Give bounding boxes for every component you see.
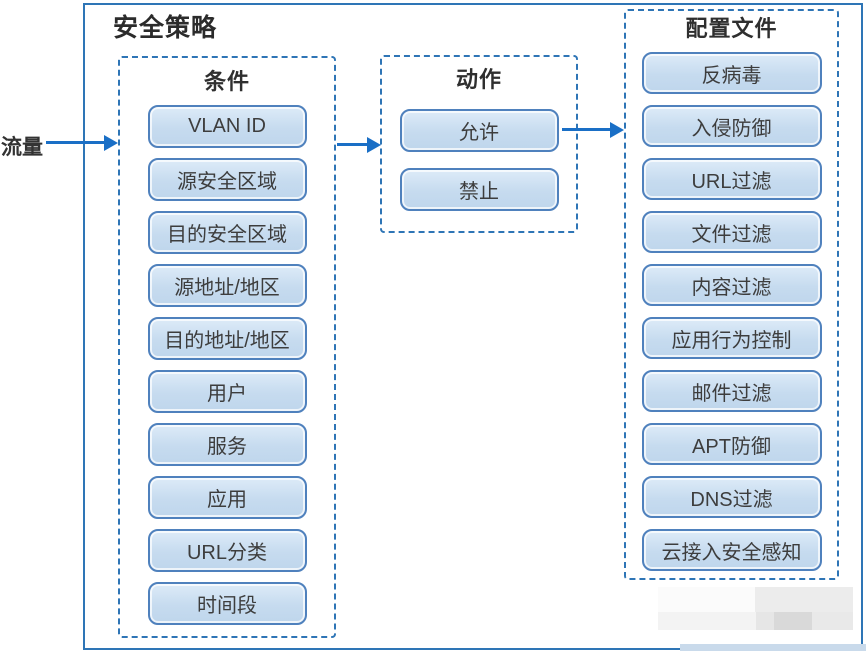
condition-node-user: 用户 <box>147 370 307 413</box>
condition-node-application: 应用 <box>147 476 307 519</box>
condition-node-dest-zone: 目的安全区域 <box>147 211 307 254</box>
condition-node-service: 服务 <box>147 423 307 466</box>
security-policy-box <box>83 3 863 650</box>
profiles-title: 配置文件 <box>685 16 778 41</box>
profile-node-antivirus: 反病毒 <box>641 52 822 94</box>
condition-node-url-category: URL分类 <box>147 529 307 572</box>
actions-group: 动作 允许 禁止 <box>380 55 578 233</box>
permit-to-profiles-arrow <box>562 128 611 131</box>
condition-node-vlan-id: VLAN ID <box>147 105 307 148</box>
profile-node-content-filtering: 内容过滤 <box>641 264 822 306</box>
traffic-arrow <box>46 141 105 144</box>
profile-node-mail-filtering: 邮件过滤 <box>641 370 822 412</box>
action-node-deny: 禁止 <box>399 168 559 211</box>
action-node-permit: 允许 <box>399 109 559 152</box>
condition-node-source-zone: 源安全区域 <box>147 158 307 201</box>
profile-node-dns-filtering: DNS过滤 <box>641 476 822 518</box>
conditions-group: 条件 VLAN ID 源安全区域 目的安全区域 源地址/地区 目的地址/地区 用… <box>118 56 336 638</box>
conditions-title: 条件 <box>203 69 250 94</box>
condition-node-dest-address: 目的地址/地区 <box>147 317 307 360</box>
actions-title: 动作 <box>455 67 502 92</box>
profile-node-url-filtering: URL过滤 <box>641 158 822 200</box>
security-policy-title: 安全策略 <box>113 14 218 42</box>
profile-node-cloud-access-security: 云接入安全感知 <box>641 529 822 571</box>
traffic-label: 流量 <box>1 136 43 159</box>
permit-to-profiles-arrow-head-icon <box>610 122 624 138</box>
conditions-to-actions-arrow-head-icon <box>367 137 381 153</box>
profiles-group: 配置文件 反病毒 入侵防御 URL过滤 文件过滤 内容过滤 应用行为控制 邮件过… <box>624 9 839 580</box>
traffic-arrow-head-icon <box>104 135 118 151</box>
profile-node-apt-defense: APT防御 <box>641 423 822 465</box>
condition-node-source-address: 源地址/地区 <box>147 264 307 307</box>
profile-node-intrusion-prevention: 入侵防御 <box>641 105 822 147</box>
profile-node-app-behavior-control: 应用行为控制 <box>641 317 822 359</box>
profile-node-file-filtering: 文件过滤 <box>641 211 822 253</box>
conditions-to-actions-arrow <box>337 143 368 146</box>
condition-node-time-range: 时间段 <box>147 582 307 625</box>
